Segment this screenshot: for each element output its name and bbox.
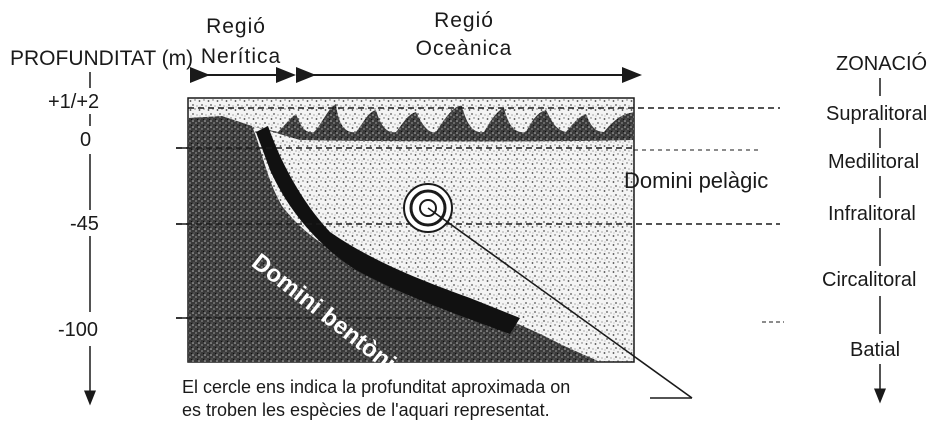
oceanic-region-label-line1: Regió bbox=[434, 9, 494, 32]
depth-mark-plus1-plus2: +1/+2 bbox=[48, 91, 100, 113]
zone-medilitoral: Medilitoral bbox=[828, 151, 920, 173]
zone-supralitoral: Supralitoral bbox=[826, 103, 928, 125]
neritic-region-label-line1: Regió bbox=[206, 15, 266, 38]
pelagic-domain-label: Domini pelàgic bbox=[624, 168, 769, 193]
depth-mark-minus100: -100 bbox=[58, 319, 99, 341]
zonation-title: ZONACIÓ bbox=[836, 53, 928, 75]
zone-batial: Batial bbox=[850, 339, 901, 361]
seabed-rock bbox=[188, 116, 600, 362]
zone-infralitoral: Infralitoral bbox=[828, 203, 916, 225]
circle-pointer-line bbox=[427, 207, 693, 399]
caption-line-2: es troben les espècies de l'aquari repre… bbox=[182, 400, 550, 420]
zone-circalitoral: Circalitoral bbox=[822, 269, 917, 291]
benthic-band bbox=[256, 126, 520, 334]
depth-mark-minus45: -45 bbox=[70, 213, 99, 235]
depth-mark-0: 0 bbox=[80, 129, 92, 151]
oceanic-region-label-line2: Oceànica bbox=[415, 37, 513, 60]
depth-axis-title: PROFUNDITAT (m) bbox=[10, 47, 194, 70]
caption-line-1: El cercle ens indica la profunditat apro… bbox=[182, 377, 571, 397]
neritic-region-label-line2: Nerítica bbox=[200, 45, 282, 68]
surface-waves bbox=[252, 104, 634, 142]
